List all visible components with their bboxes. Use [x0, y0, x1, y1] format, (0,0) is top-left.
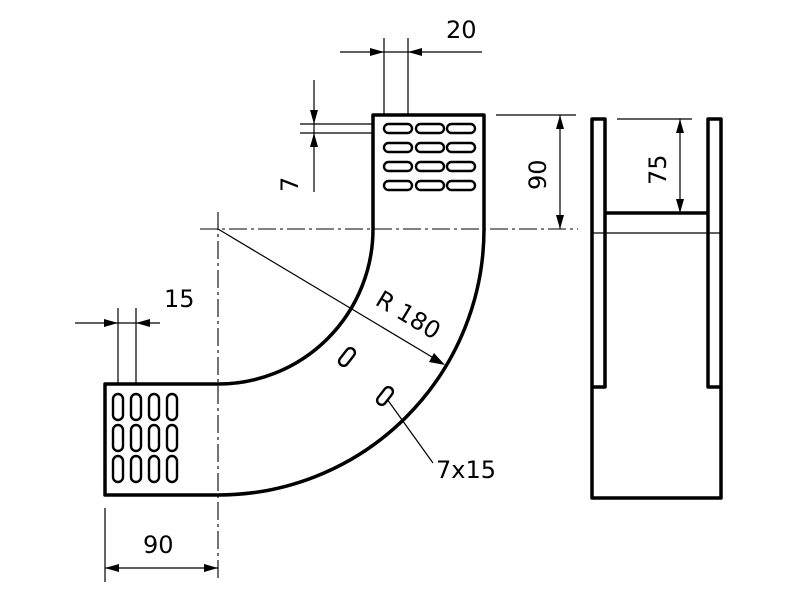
arrowhead — [370, 48, 384, 56]
top-slot — [445, 122, 477, 135]
left-slot — [147, 423, 161, 453]
base-frame — [590, 387, 723, 500]
left-length-dimension: 90 — [104, 508, 218, 582]
left-slot — [111, 454, 125, 484]
leader-line — [386, 398, 434, 464]
arrowhead — [408, 48, 422, 56]
left-slot — [129, 392, 143, 422]
right-wall — [706, 117, 723, 389]
arrowhead — [105, 564, 119, 572]
bend-slot — [375, 385, 395, 407]
left-slot — [147, 392, 161, 422]
left-slot — [111, 423, 125, 453]
top-slot — [382, 141, 414, 154]
left-wall — [590, 117, 607, 389]
arrowhead — [104, 319, 118, 327]
arrowhead — [676, 119, 684, 133]
slot-spacing-label: 15 — [164, 285, 195, 313]
arrowhead — [310, 110, 318, 124]
top-slot — [414, 122, 446, 135]
left-slot-spacing-dimension: 15 — [75, 285, 195, 384]
top-slot — [414, 160, 446, 173]
slot-width-dimension: 20 — [340, 16, 482, 115]
top-length-label: 90 — [524, 159, 552, 190]
bend-outer-edge — [103, 113, 486, 497]
top-length-dimension: 90 — [496, 114, 576, 229]
left-slot — [165, 392, 179, 422]
arrowhead — [429, 353, 445, 365]
left-slot — [129, 423, 143, 453]
left-slot — [165, 423, 179, 453]
radius-line — [217, 228, 438, 361]
bend-slots — [337, 346, 395, 407]
radius-label: R 180 — [371, 285, 446, 345]
slot-width-label: 20 — [446, 16, 477, 44]
slot-size-label: 7x15 — [436, 456, 496, 484]
arrowhead — [676, 199, 684, 213]
left-slot — [165, 454, 179, 484]
left-slot — [111, 392, 125, 422]
top-slot — [445, 179, 477, 192]
side-view: 75 — [590, 117, 723, 500]
top-slot-grid — [382, 122, 477, 192]
top-slot — [445, 141, 477, 154]
left-slot — [147, 454, 161, 484]
center-lines — [200, 212, 578, 580]
arrowhead — [310, 133, 318, 147]
left-length-label: 90 — [143, 531, 174, 559]
top-slot — [445, 160, 477, 173]
left-slot — [129, 454, 143, 484]
slot-size-callout: 7x15 — [386, 398, 496, 484]
bend-piece-outline — [103, 113, 486, 497]
top-slot — [382, 160, 414, 173]
bend-slot — [337, 346, 357, 368]
arrowhead — [136, 319, 150, 327]
arrowhead — [556, 215, 564, 229]
arrowhead — [556, 115, 564, 129]
top-slot — [382, 179, 414, 192]
left-slot-grid — [111, 392, 179, 484]
side-height-label: 75 — [644, 154, 672, 185]
slot-height-dimension: 7 — [276, 80, 373, 192]
slot-height-label: 7 — [276, 177, 304, 192]
top-slot — [414, 141, 446, 154]
top-slot — [414, 179, 446, 192]
radius-dimension: R 180 — [217, 228, 446, 365]
top-slot — [382, 122, 414, 135]
arrowhead — [204, 564, 218, 572]
